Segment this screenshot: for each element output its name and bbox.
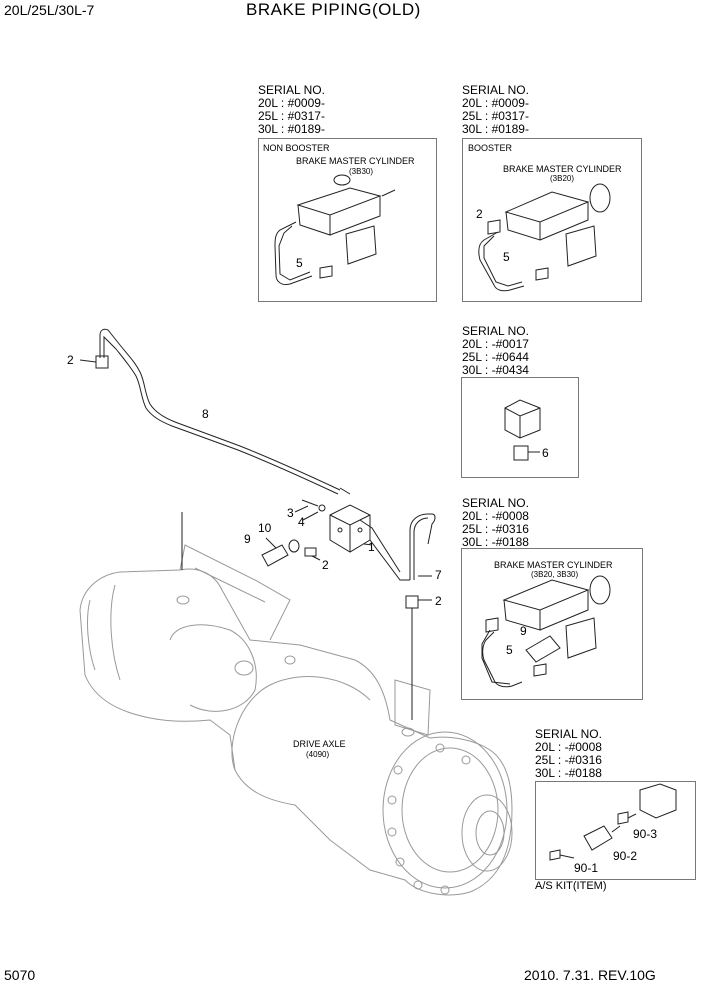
callout-90-3: 90-3	[633, 827, 658, 841]
callout-2: 2	[67, 353, 74, 367]
serial-line: 30L : -#0188	[462, 535, 529, 549]
serial-block-valve: SERIAL NO. 20L : -#0017 25L : -#0644 30L…	[462, 325, 529, 377]
serial-line: 25L : #0317-	[462, 109, 529, 123]
callout-9: 9	[520, 624, 527, 638]
drive-axle-drawing	[79, 544, 513, 896]
serial-line: 30L : #0189-	[258, 122, 325, 136]
master-cylinder-code: (3B30)	[349, 167, 374, 176]
serial-line: 20L : -#0017	[462, 337, 529, 351]
serial-heading: SERIAL NO.	[462, 83, 529, 97]
washer-4	[318, 504, 326, 512]
late-cylinder-drawing	[481, 575, 611, 688]
serial-heading: SERIAL NO.	[535, 727, 602, 741]
serial-block-as-kit: SERIAL NO. 20L : -#0008 25L : -#0316 30L…	[535, 728, 602, 780]
drive-axle-label: DRIVE AXLE	[293, 739, 346, 749]
serial-heading: SERIAL NO.	[258, 83, 325, 97]
valve-6-drawing	[504, 399, 541, 461]
wheel-stud-ring	[387, 743, 471, 895]
switch-9	[261, 544, 289, 567]
pipe-end	[339, 487, 351, 495]
valve-detail-box	[461, 377, 579, 478]
brake-valve-block	[329, 504, 371, 553]
serial-line: 25L : #0317-	[258, 109, 325, 123]
booster-label: BOOSTER	[468, 143, 513, 153]
master-cylinder-label: BRAKE MASTER CYLINDER	[503, 164, 622, 174]
serial-line: 25L : -#0316	[535, 753, 602, 767]
connector-2	[95, 355, 109, 369]
serial-line: 30L : -#0188	[535, 766, 602, 780]
drive-axle-code: (4090)	[306, 750, 330, 759]
brake-pipe-8	[99, 328, 341, 491]
connector-2	[405, 595, 419, 609]
callout-8: 8	[202, 407, 209, 421]
callout-3: 3	[287, 506, 294, 520]
serial-line: 20L : -#0008	[462, 509, 529, 523]
master-cylinder-code: (3B20)	[550, 174, 575, 183]
callout-2: 2	[322, 558, 329, 572]
page-number: 5070	[4, 967, 36, 983]
callout-1: 1	[368, 540, 375, 554]
callout-2: 2	[435, 594, 442, 608]
page-title: BRAKE PIPING(OLD)	[246, 0, 421, 19]
booster-cylinder-drawing	[478, 183, 611, 292]
serial-block-late-cylinder: SERIAL NO. 20L : -#0008 25L : -#0316 30L…	[462, 497, 529, 549]
as-kit-detail-box	[535, 781, 696, 880]
callout-7: 7	[435, 568, 442, 582]
serial-line: 20L : #0009-	[258, 96, 325, 110]
callout-4: 4	[298, 515, 305, 529]
serial-block-booster: SERIAL NO. 20L : #0009- 25L : #0317- 30L…	[462, 84, 529, 136]
serial-line: 30L : -#0434	[462, 363, 529, 377]
serial-block-non-booster: SERIAL NO. 20L : #0009- 25L : #0317- 30L…	[258, 84, 325, 136]
master-cylinder-label: BRAKE MASTER CYLINDER	[296, 156, 415, 166]
serial-line: 25L : -#0644	[462, 350, 529, 364]
as-kit-caption: A/S KIT(ITEM)	[535, 880, 607, 892]
brake-pipe-8-edge	[103, 335, 339, 495]
model-code: 20L/25L/30L-7	[4, 2, 95, 18]
as-kit-drawing	[549, 783, 677, 861]
late-cylinder-detail-box	[461, 548, 643, 700]
serial-line: 20L : #0009-	[462, 96, 529, 110]
callout-2: 2	[476, 207, 483, 221]
serial-line: 25L : -#0316	[462, 522, 529, 536]
master-cylinder-label: BRAKE MASTER CYLINDER	[494, 560, 613, 570]
callout-90-1: 90-1	[574, 861, 599, 875]
booster-detail-box	[462, 138, 642, 302]
non-booster-label: NON BOOSTER	[263, 143, 330, 153]
serial-heading: SERIAL NO.	[462, 324, 529, 338]
callout-90-2: 90-2	[613, 849, 638, 863]
callout-9: 9	[244, 532, 251, 546]
brake-pipe-7	[409, 513, 436, 580]
non-booster-detail-box	[258, 138, 437, 302]
callout-5: 5	[506, 643, 513, 657]
bolt-3	[301, 499, 319, 507]
serial-heading: SERIAL NO.	[462, 496, 529, 510]
serial-line: 20L : -#0008	[535, 740, 602, 754]
callout-5: 5	[503, 250, 510, 264]
non-booster-cylinder-drawing	[274, 174, 396, 285]
callout-6: 6	[542, 446, 549, 460]
callout-5: 5	[296, 256, 303, 270]
revision-date: 2010. 7.31. REV.10G	[524, 967, 656, 983]
fitting-2	[304, 547, 317, 557]
master-cylinder-code: (3B20, 3B30)	[531, 570, 579, 579]
o-ring-10	[288, 539, 300, 553]
serial-line: 30L : #0189-	[462, 122, 529, 136]
callout-10: 10	[258, 521, 272, 535]
